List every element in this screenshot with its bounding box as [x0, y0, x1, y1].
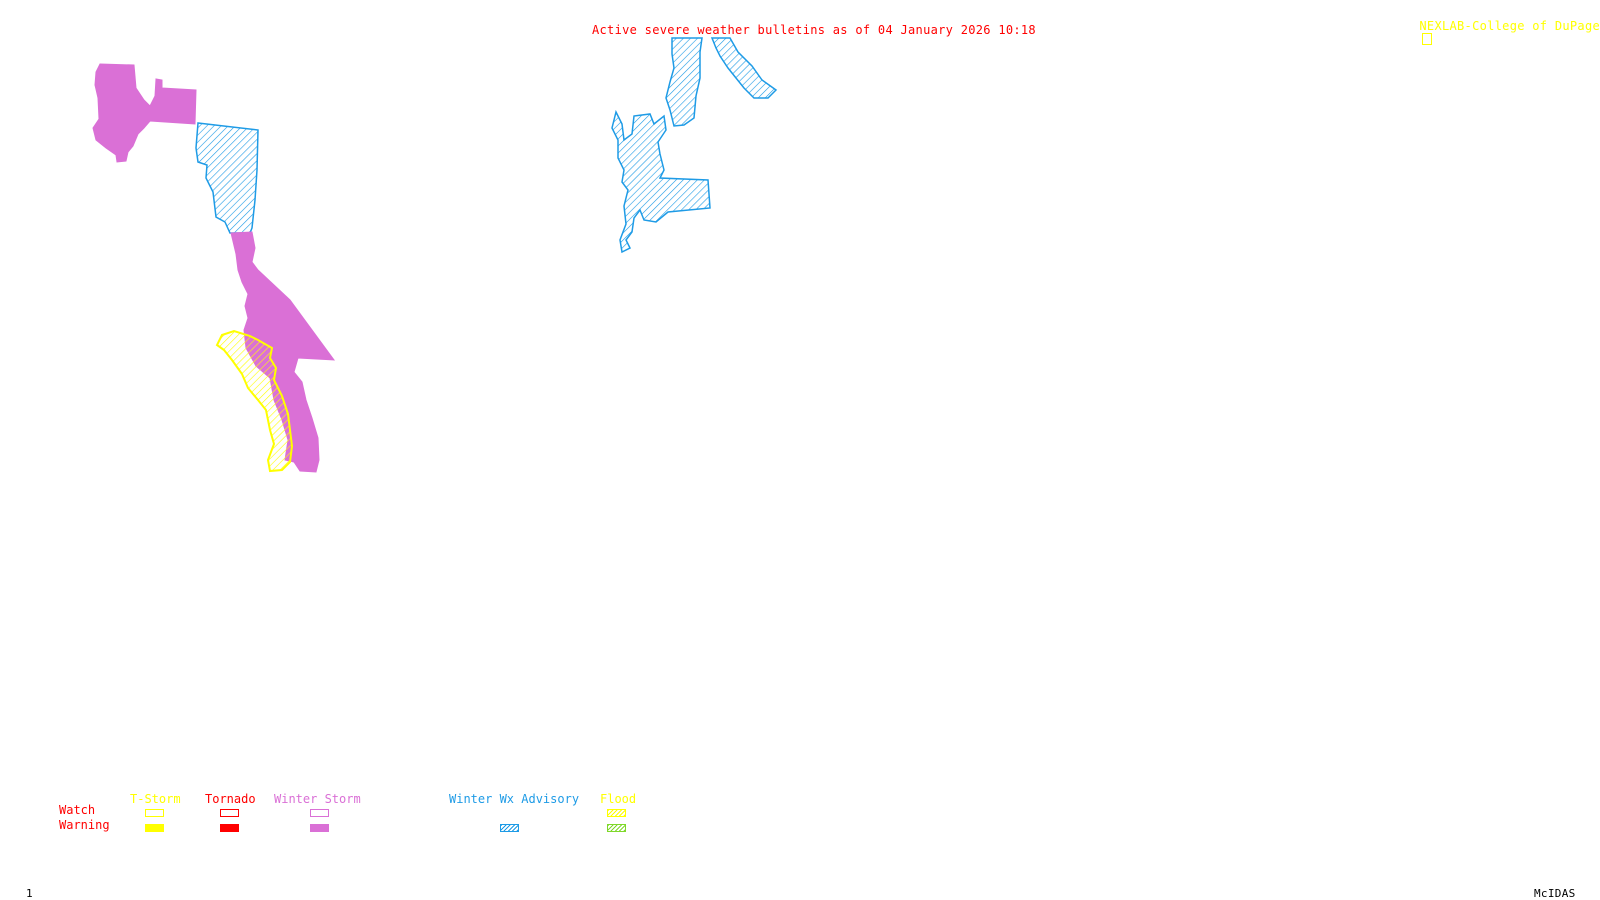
- winter-storm-warning-area-s[interactable]: [230, 231, 336, 473]
- credit-label: NEXLAB-College of DuPage: [1404, 5, 1600, 47]
- page-title: Active severe weather bulletins as of 04…: [592, 23, 1036, 37]
- legend-tornado-warning-swatch: [220, 824, 239, 832]
- winter-wx-advisory-area-nc-2[interactable]: [710, 37, 778, 99]
- legend-flood-warning-swatch: [607, 824, 626, 832]
- legend-tstorm-watch-swatch: [145, 809, 164, 817]
- cursor-arrow-icon: [1422, 33, 1433, 45]
- legend-row-watch: Watch: [59, 803, 96, 817]
- flood-watch-area[interactable]: [215, 329, 294, 473]
- winter-wx-advisory-area-w[interactable]: [195, 122, 259, 234]
- legend-winter-storm-warning-swatch: [310, 824, 329, 832]
- winter-wx-advisory-area-c[interactable]: [611, 109, 711, 254]
- legend-winter-storm-label: Winter Storm: [274, 792, 361, 806]
- legend-flood-watch-swatch: [607, 809, 626, 817]
- legend-winter-wx-advisory-swatch: [500, 824, 519, 832]
- winter-storm-warning-area-nw[interactable]: [92, 63, 197, 163]
- software-label: McIDAS: [1534, 887, 1576, 900]
- legend-tstorm-warning-swatch: [145, 824, 164, 832]
- legend-winter-storm-watch-swatch: [310, 809, 329, 817]
- legend-tornado-watch-swatch: [220, 809, 239, 817]
- credit-text: NEXLAB-College of DuPage: [1419, 19, 1600, 33]
- legend-tstorm-label: T-Storm: [130, 792, 181, 806]
- winter-wx-advisory-area-nc-1[interactable]: [665, 37, 703, 127]
- frame-number: 1: [26, 887, 33, 900]
- legend-tornado-label: Tornado: [205, 792, 256, 806]
- legend-flood-label: Flood: [600, 792, 637, 806]
- legend-row-warning: Warning: [59, 818, 110, 832]
- legend-winter-wx-advisory-label: Winter Wx Advisory: [449, 792, 580, 806]
